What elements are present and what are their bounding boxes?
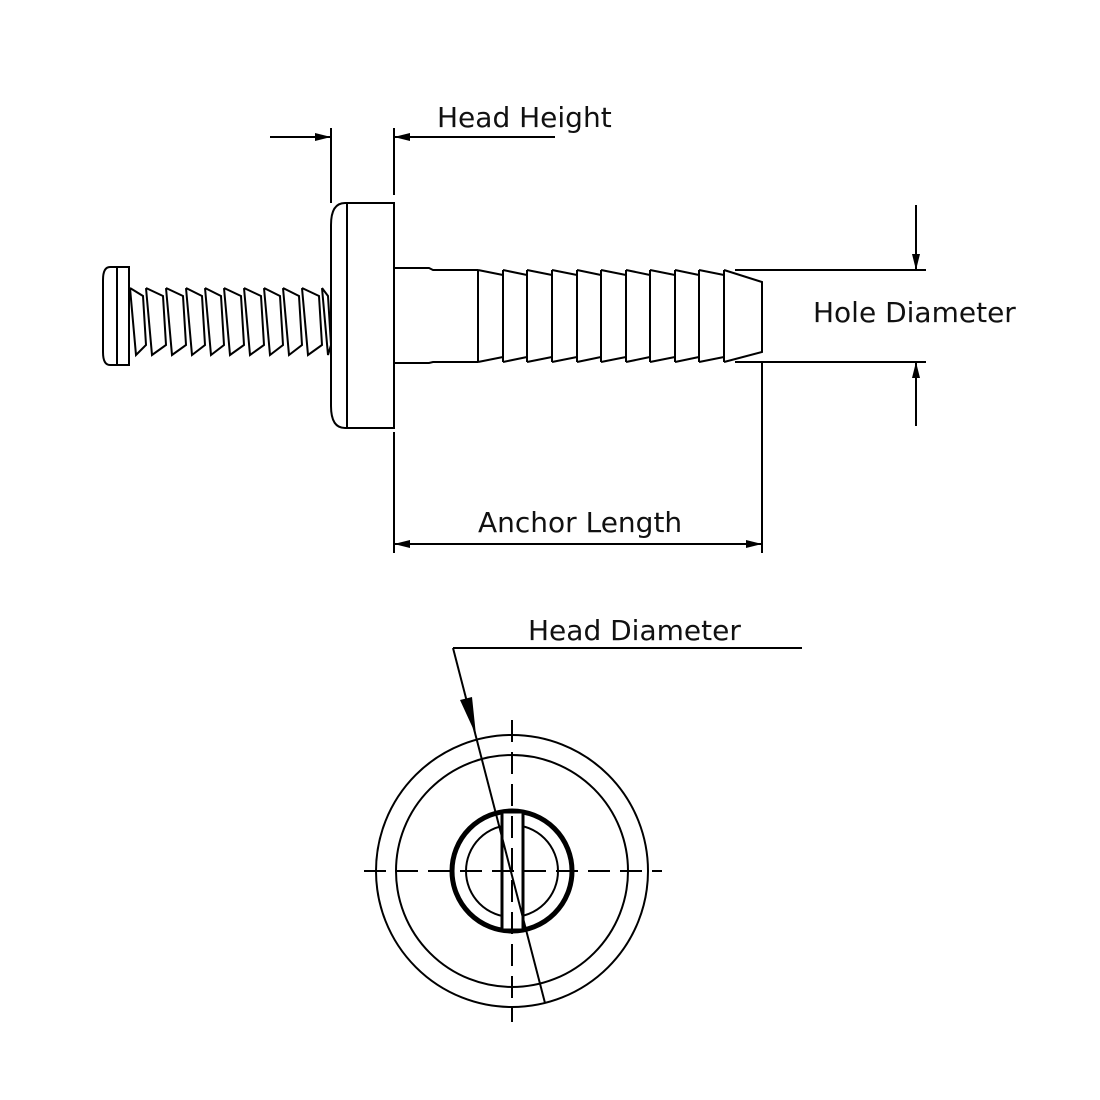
thread-tooth: [263, 287, 285, 357]
head-height-dimension: Head Height: [270, 101, 612, 203]
barb: [698, 269, 725, 363]
thread-tooth: [165, 287, 188, 357]
barb: [551, 269, 578, 363]
barb: [576, 269, 602, 363]
arrow-down-icon: [460, 697, 476, 735]
head-height-label: Head Height: [437, 101, 612, 134]
anchor-length-label: Anchor Length: [478, 506, 682, 539]
thread-tooth: [282, 287, 304, 357]
barb: [674, 269, 700, 363]
anchor-shank-top: [394, 267, 478, 271]
hole-diameter-dimension: Hole Diameter: [735, 205, 1016, 426]
barb: [502, 269, 528, 363]
thread-tooth: [223, 287, 246, 357]
thread-tooth: [185, 287, 207, 357]
anchor-side-view: [330, 202, 763, 429]
anchor-end-view: [364, 720, 662, 1022]
barb: [526, 269, 553, 363]
barb-tip: [723, 269, 763, 363]
barb: [625, 269, 651, 363]
head-diameter-label: Head Diameter: [528, 614, 741, 647]
hole-diameter-label: Hole Diameter: [813, 296, 1016, 329]
thread-tooth: [204, 287, 226, 357]
screw-head: [102, 266, 130, 366]
thread-tooth: [243, 287, 266, 357]
screw-threads: [128, 287, 333, 358]
screw-side-view: [102, 266, 333, 366]
anchor-collar: [330, 202, 395, 429]
barb: [649, 269, 676, 363]
head-diameter-dimension: Head Diameter: [452, 614, 802, 1004]
thread-tooth: [129, 287, 148, 358]
thread-tooth: [321, 287, 333, 356]
thread-tooth: [301, 287, 324, 357]
barb: [600, 269, 627, 363]
thread-tooth: [145, 287, 168, 357]
barb: [477, 269, 504, 363]
anchor-length-dimension: Anchor Length: [393, 362, 763, 553]
anchor-shank-bottom: [394, 361, 478, 364]
anchor-barbs: [477, 269, 763, 363]
